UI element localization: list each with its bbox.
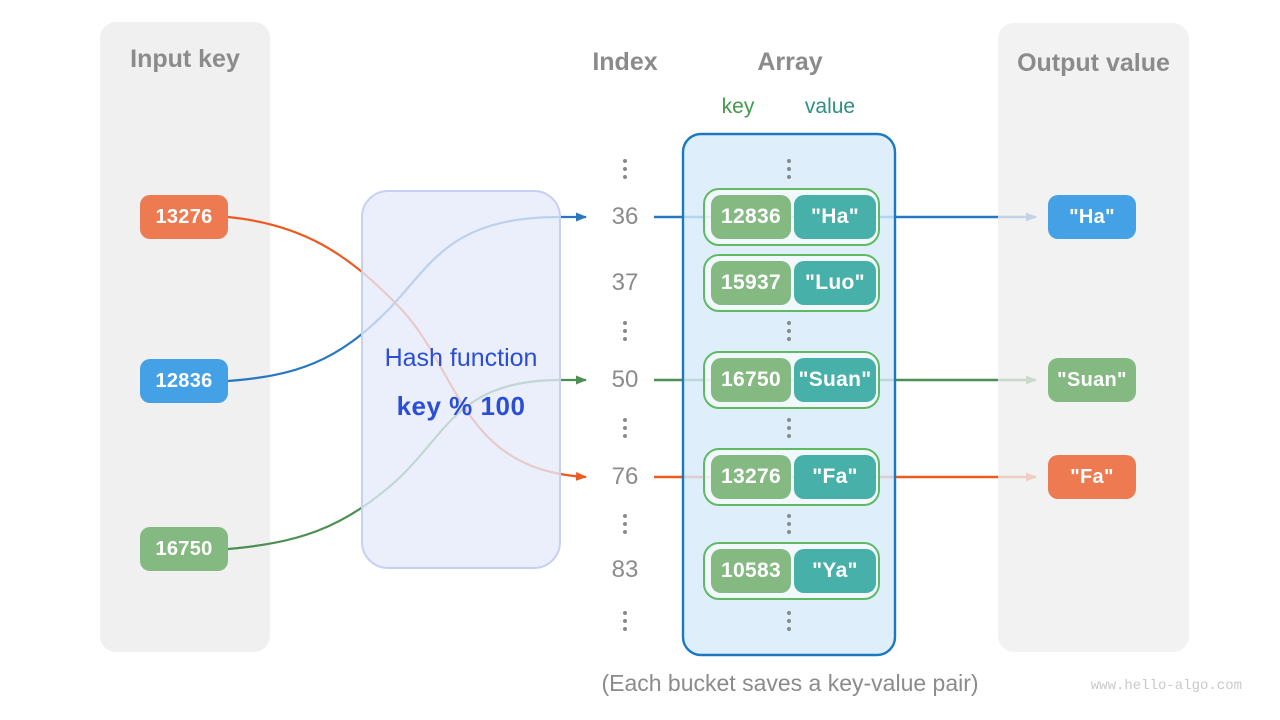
ellipsis-dots <box>785 418 793 438</box>
ellipsis-dots <box>785 514 793 534</box>
value-column-label: value <box>804 95 856 118</box>
output-value-Ha: "Ha" <box>1048 195 1136 239</box>
bucket-value: "Ya" <box>794 549 876 593</box>
bucket-key: 12836 <box>711 195 791 239</box>
bucket-83: 10583 "Ya" <box>703 542 880 600</box>
index-83: 83 <box>611 556 639 583</box>
bucket-value: "Ha" <box>794 195 876 239</box>
ellipsis-dots <box>621 514 629 534</box>
index-50: 50 <box>611 366 639 393</box>
bucket-key: 15937 <box>711 261 791 305</box>
bucket-key: 10583 <box>711 549 791 593</box>
hash-function-label: Hash function <box>384 344 538 372</box>
index-37: 37 <box>611 269 639 296</box>
input-key-13276: 13276 <box>140 195 228 239</box>
input-key-16750: 16750 <box>140 527 228 571</box>
website-watermark: www.hello-algo.com <box>1090 678 1242 694</box>
ellipsis-dots <box>621 611 629 631</box>
diagram-caption: (Each bucket saves a key-value pair) <box>601 670 979 696</box>
index-36: 36 <box>611 203 639 230</box>
input-panel-title: Input key <box>130 45 240 73</box>
output-value-Suan: "Suan" <box>1048 358 1136 402</box>
bucket-value: "Luo" <box>794 261 876 305</box>
ellipsis-dots <box>785 159 793 179</box>
bucket-value: "Fa" <box>794 455 876 499</box>
ellipsis-dots <box>621 159 629 179</box>
hash-function-box <box>361 190 561 569</box>
hash-function-formula: key % 100 <box>396 391 526 421</box>
index-column-header: Index <box>592 48 658 76</box>
bucket-key: 13276 <box>711 455 791 499</box>
bucket-50: 16750 "Suan" <box>703 351 880 409</box>
output-value-panel <box>998 23 1189 652</box>
bucket-36: 12836 "Ha" <box>703 188 880 246</box>
output-value-Fa: "Fa" <box>1048 455 1136 499</box>
input-key-12836: 12836 <box>140 359 228 403</box>
ellipsis-dots <box>785 321 793 341</box>
output-panel-title: Output value <box>1017 49 1170 77</box>
bucket-value: "Suan" <box>794 358 876 402</box>
key-column-label: key <box>721 95 755 118</box>
bucket-37: 15937 "Luo" <box>703 254 880 312</box>
array-column-header: Array <box>757 48 823 76</box>
bucket-76: 13276 "Fa" <box>703 448 880 506</box>
ellipsis-dots <box>621 418 629 438</box>
bucket-key: 16750 <box>711 358 791 402</box>
index-76: 76 <box>611 463 639 490</box>
ellipsis-dots <box>785 611 793 631</box>
ellipsis-dots <box>621 321 629 341</box>
